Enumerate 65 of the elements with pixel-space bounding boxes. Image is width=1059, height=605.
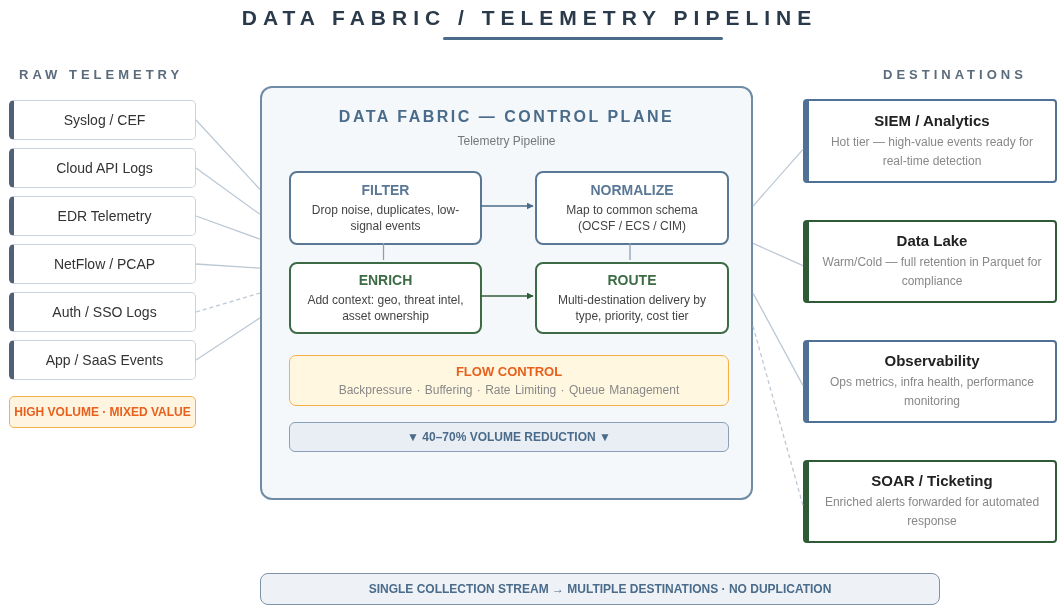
reduction-text: ▼ 40–70% VOLUME REDUCTION ▼: [407, 430, 611, 444]
panel-heading: DATA FABRIC — CONTROL PLANE: [338, 108, 675, 126]
diagram-title: DATA FABRIC / TELEMETRY PIPELINE: [240, 6, 819, 30]
arrow: [479, 292, 534, 300]
source-box: [9, 100, 196, 140]
destination-heading: SIEM / Analytics: [874, 111, 990, 129]
stage-box: [535, 262, 729, 334]
connector-line: [195, 215, 261, 240]
source-label: App / SaaS Events: [45, 352, 164, 368]
reduction-bar: [289, 422, 729, 452]
connector-line: [195, 263, 261, 269]
destination-heading: Data Lake: [896, 232, 968, 250]
connector-line: [382, 242, 385, 261]
stage-description: Drop noise, duplicates, low-signal events: [310, 201, 461, 235]
connector-line: [195, 292, 261, 313]
destination-description: Warm/Cold — full retention in Parquet for compliance: [821, 254, 1043, 290]
stage-heading: NORMALIZE: [590, 181, 674, 198]
section-label: DESTINATIONS: [883, 67, 1027, 82]
stage-box: [535, 171, 729, 245]
destination-box: [803, 220, 1057, 303]
connector-line: [195, 119, 261, 191]
destination-description: Hot tier — high-value events ready for real-time detection: [829, 133, 1035, 170]
section-label: RAW TELEMETRY: [19, 67, 184, 82]
connector-line: [629, 242, 631, 261]
source-box: [9, 196, 196, 236]
source-label: NetFlow / PCAP: [53, 256, 156, 272]
connector-line: [195, 317, 261, 361]
source-box: [9, 244, 196, 284]
connector-line: [752, 325, 804, 507]
source-box: [9, 148, 196, 188]
destination-description: Ops metrics, infra health, performance monitoring: [828, 374, 1036, 410]
stage-box: [289, 262, 482, 334]
source-label: Syslog / CEF: [63, 112, 146, 128]
stage-heading: FILTER: [361, 181, 410, 198]
flow-control-items: Backpressure · Buffering · Rate Limiting · Queue Management: [338, 383, 680, 397]
arrow: [479, 202, 534, 210]
destination-heading: Observability: [884, 352, 980, 370]
note-text: HIGH VOLUME · MIXED VALUE: [14, 405, 191, 419]
stage-heading: ENRICH: [358, 271, 413, 288]
connector-line: [752, 292, 804, 387]
source-label: Cloud API Logs: [56, 160, 153, 176]
source-box: [9, 340, 196, 380]
source-label: Auth / SSO Logs: [52, 304, 157, 320]
destination-heading: SOAR / Ticketing: [871, 472, 993, 490]
note-box: [9, 396, 196, 428]
source-label: EDR Telemetry: [57, 208, 152, 224]
stage-heading: ROUTE: [607, 271, 657, 288]
connector-line: [195, 167, 261, 215]
source-box: [9, 292, 196, 332]
stage-box: [289, 171, 482, 245]
stage-description: Multi-destination delivery by type, priority, cost tier: [556, 291, 708, 325]
flow-control-box: [289, 355, 729, 406]
stage-description: Map to common schema (OCSF / ECS / CIM): [565, 201, 699, 235]
control-plane-panel: [260, 86, 753, 500]
connector-line: [752, 148, 804, 207]
destination-box: [803, 340, 1057, 423]
destination-box: [803, 460, 1057, 543]
connector-line: [752, 242, 804, 267]
destination-description: Enriched alerts forwarded for automated response: [823, 494, 1041, 530]
banner-text: SINGLE COLLECTION STREAM → MULTIPLE DESTINATIONS · NO DUPLICATION: [368, 582, 832, 596]
panel-subtitle: Telemetry Pipeline: [457, 134, 556, 148]
banner-box: [260, 573, 940, 605]
stage-description: Add context: geo, threat intel, asset ownership: [306, 291, 465, 325]
destination-box: [803, 99, 1057, 183]
flow-control-heading: FLOW CONTROL: [455, 364, 563, 379]
